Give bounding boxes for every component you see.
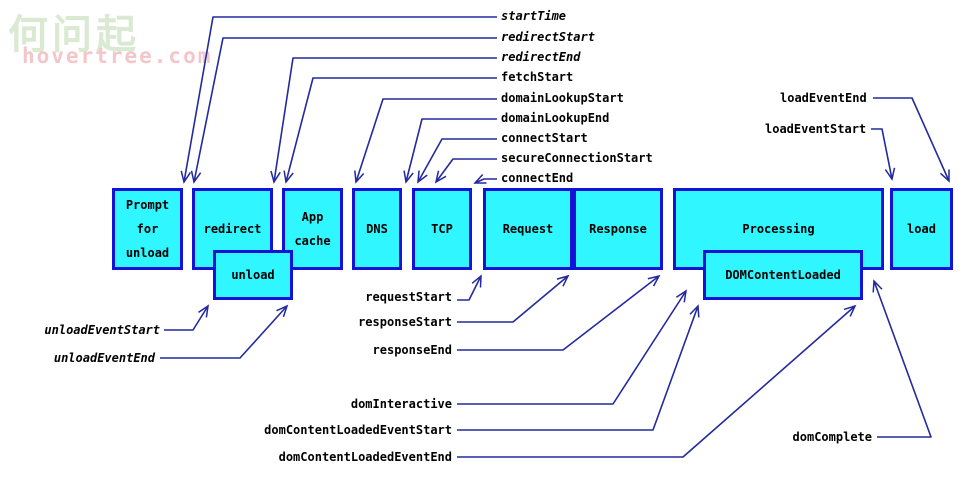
arrow-domainLookupEnd [403,118,497,184]
label-dom-interactive: domInteractive [350,397,452,411]
arrow-domainLookupStart [354,98,497,184]
label-response-end: responseEnd [372,343,452,357]
label-response-start: responseStart [358,315,452,329]
arrow-requestStart [457,274,482,301]
label-redirect-end: redirectEnd [501,50,581,64]
label-domain-lookup-start: domainLookupStart [501,91,624,105]
box-dom-content-loaded: DOMContentLoaded [703,250,863,300]
label-redirect-start: redirectStart [501,30,595,44]
label-start-time: startTime [501,9,567,23]
label-connect-start: connectStart [501,131,588,145]
box-dns: DNS [352,188,402,270]
arrow-domComplete [872,279,932,438]
label-unload-event-start: unloadEventStart [44,323,160,337]
label-dom-content-loaded-event-start: domContentLoadedEventStart [264,423,452,437]
arrow-unloadEventStart [164,304,209,331]
arrow-connectEnd [473,173,497,184]
watermark-site: hovertree.com [22,44,213,68]
arrow-connectStart [417,138,497,184]
arrow-responseStart [457,274,570,323]
label-dom-content-loaded-event-end: domContentLoadedEventEnd [278,450,452,464]
arrow-unloadEventEnd [160,304,289,359]
box-unload: unload [213,250,293,300]
label-fetch-start: fetchStart [501,70,574,84]
box-prompt-for-unload: Prompt for unload [112,188,183,270]
arrow-domContentLoadedEventEnd [457,304,857,458]
arrow-responseEnd [457,274,661,351]
arrow-secureConnectionStart [434,158,497,184]
box-response: Response [573,188,663,270]
label-load-event-start: loadEventStart [765,122,867,136]
watermark-brand: 何问起 [8,12,140,58]
arrow-redirectStart [190,37,497,184]
label-load-event-end: loadEventEnd [780,91,867,105]
arrow-startTime [180,16,497,184]
arrow-loadEventEnd [873,97,950,183]
box-tcp: TCP [412,188,472,270]
box-request: Request [483,188,573,270]
label-request-start: requestStart [365,290,452,304]
label-connect-end: connectEnd [501,171,574,185]
arrow-loadEventStart [871,128,896,181]
label-dom-complete: domComplete [792,430,872,444]
arrow-redirectEnd [270,57,497,184]
box-load: load [890,188,953,270]
label-domain-lookup-end: domainLookupEnd [501,111,610,125]
arrow-domContentLoadedEventStart [457,304,700,431]
label-unload-event-end: unloadEventEnd [53,351,155,365]
label-secure-connection-start: secureConnectionStart [501,151,653,165]
arrow-fetchStart [283,77,497,184]
arrow-domInteractive [457,289,688,405]
